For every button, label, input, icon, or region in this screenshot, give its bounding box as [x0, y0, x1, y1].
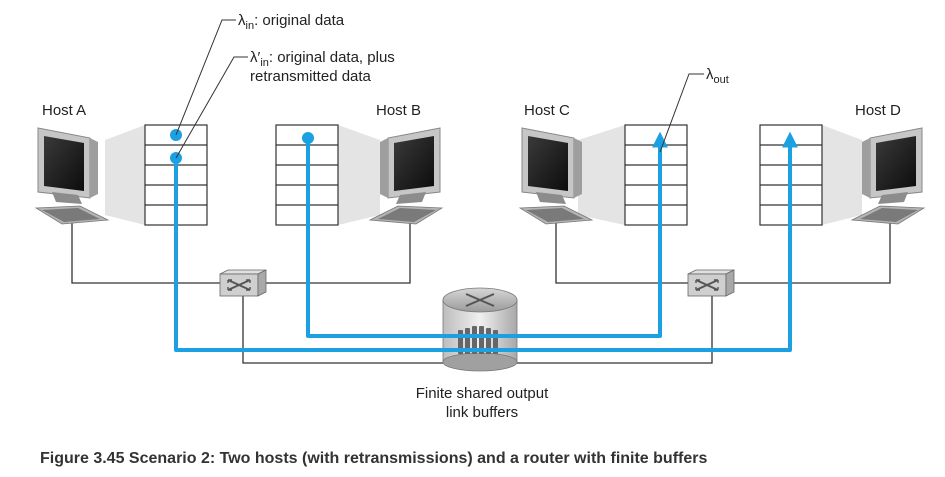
- host-b-computer-icon: [369, 127, 443, 225]
- host-b-panel: [338, 125, 380, 225]
- lambda-in-label: λin: original data: [238, 12, 345, 32]
- flow-lines: [174, 131, 798, 352]
- figure-caption: Figure 3.45 Scenario 2: Two hosts (with …: [40, 450, 707, 467]
- switch-right-icon: [687, 269, 735, 297]
- network-wires: [71, 222, 891, 364]
- router-icon: [442, 287, 518, 372]
- host-c-label: Host C: [524, 102, 570, 119]
- router-label-line1: Finite shared output: [416, 385, 549, 402]
- leader-lines: [175, 19, 704, 159]
- host-a-computer-icon: [35, 127, 109, 225]
- switch-left-icon: [219, 269, 267, 297]
- host-c-panel: [578, 125, 625, 225]
- buffer-host-c: [624, 124, 688, 226]
- host-b-label: Host B: [376, 102, 421, 119]
- router-label-line2: link buffers: [446, 404, 518, 421]
- lambda-in-prime-label-line2: retransmitted data: [250, 68, 372, 85]
- host-d-panel: [822, 125, 862, 225]
- flow-host-b-to-host-c: [306, 131, 668, 338]
- lambda-out-label: λout: [706, 66, 729, 86]
- host-d-label: Host D: [855, 102, 901, 119]
- lambda-in-prime-label: λ′in: original data, plus: [250, 49, 395, 69]
- host-d-computer-icon: [851, 127, 925, 225]
- host-a-label: Host A: [42, 102, 86, 119]
- flow-host-a-to-host-d: [174, 131, 798, 352]
- host-b-source-dot: [302, 132, 314, 144]
- host-a-panel: [105, 125, 145, 225]
